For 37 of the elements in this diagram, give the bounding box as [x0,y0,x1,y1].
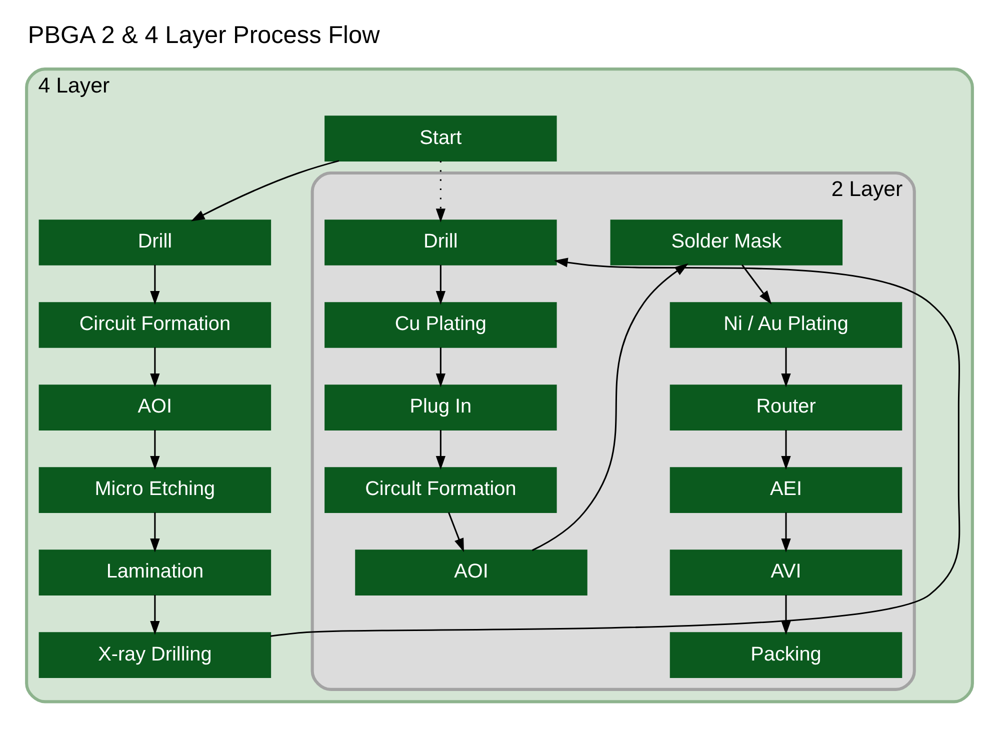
node-box: Circult Formation [324,466,557,512]
node-box: Packing [670,632,902,678]
arrow [150,346,160,387]
node-box: AEI [670,466,902,512]
node-box: Drill [324,219,557,265]
arrow [781,429,791,470]
arrow [436,160,446,222]
node-box: Plug In [324,384,557,430]
node-box: Cu Plating [324,302,557,348]
arrow [781,594,791,634]
node-box: Micro Etching [38,466,272,512]
arrow [436,264,446,304]
node-box: Lamination [38,549,272,595]
arrow [448,512,464,552]
arrow [270,257,960,636]
node-box: Ni / Au Plating [670,302,902,348]
arrow [781,346,791,387]
node-box: Router [670,384,902,430]
node-box: Circuit Formation [38,302,272,348]
node-box: AVI [670,549,902,595]
arrow [150,264,160,304]
node-box: Drill [38,219,272,265]
arrow [190,160,340,221]
arrow [532,262,688,551]
node-box: AOI [38,384,272,430]
arrow [150,429,160,470]
arrow [436,429,446,470]
diagram-title: PBGA 2 & 4 Layer Process Flow [28,21,380,48]
arrow [436,346,446,387]
node-box: Start [324,115,557,161]
arrow [781,512,791,552]
arrow [741,264,772,304]
node-box: X-ray Drilling [38,632,272,678]
arrow [150,594,160,634]
node-box: AOI [355,549,588,595]
arrow [150,512,160,552]
node-box: Solder Mask [610,219,843,265]
